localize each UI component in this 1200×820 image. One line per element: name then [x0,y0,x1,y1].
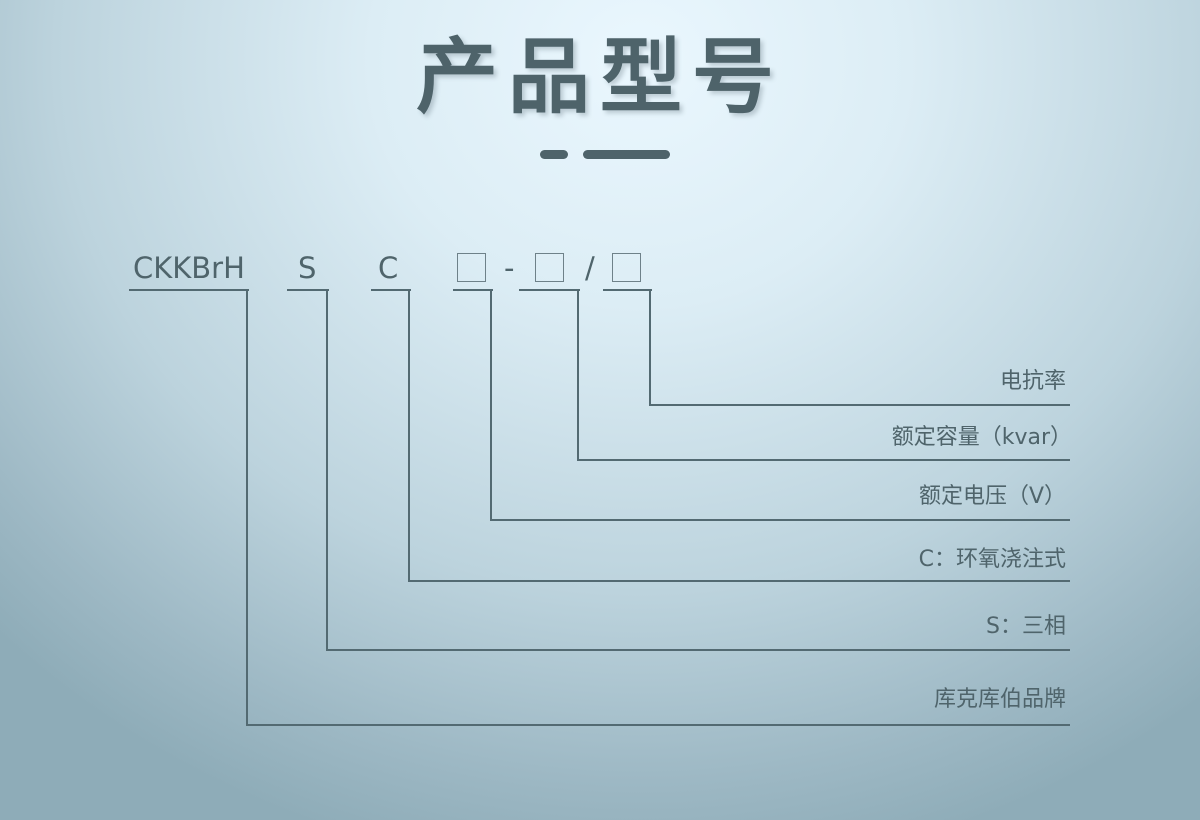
leader-phase-vertical [326,289,328,651]
title-underline-long [583,150,670,159]
leader-type-vertical [408,289,410,582]
bracket-voltage-top [453,289,493,291]
label-brand: 库克库伯品牌 [933,687,1066,712]
label-three-phase: S：三相 [986,614,1066,639]
placeholder-box-voltage [457,253,486,282]
label-rated-capacity: 额定容量（kvar） [891,425,1072,450]
code-dash: - [504,251,515,285]
bracket-type-top [371,289,411,291]
leader-type-horizontal [408,580,1070,582]
leader-reactance-vertical [649,289,651,406]
bracket-capacity-top [519,289,580,291]
leader-reactance-horizontal [649,404,1070,406]
title-underline-short [540,150,568,159]
leader-capacity-vertical [577,289,579,461]
placeholder-box-reactance [612,253,641,282]
leader-brand-vertical [246,289,248,726]
leader-voltage-vertical [490,289,492,521]
bracket-reactance-top [603,289,652,291]
page-title: 产品型号 [415,30,784,125]
placeholder-box-capacity [535,253,564,282]
label-reactance-rate: 电抗率 [999,369,1066,394]
code-slash: / [585,251,595,285]
label-epoxy-cast: C：环氧浇注式 [918,547,1066,572]
bracket-brand-top [129,289,249,291]
leader-voltage-horizontal [490,519,1070,521]
bracket-phase-top [287,289,329,291]
code-type: C [378,251,399,285]
leader-capacity-horizontal [577,459,1070,461]
code-brand: CKKBrH [133,251,245,285]
code-phase: S [298,251,317,285]
leader-phase-horizontal [326,649,1070,651]
leader-brand-horizontal [246,724,1070,726]
label-rated-voltage: 额定电压（V） [918,484,1066,509]
